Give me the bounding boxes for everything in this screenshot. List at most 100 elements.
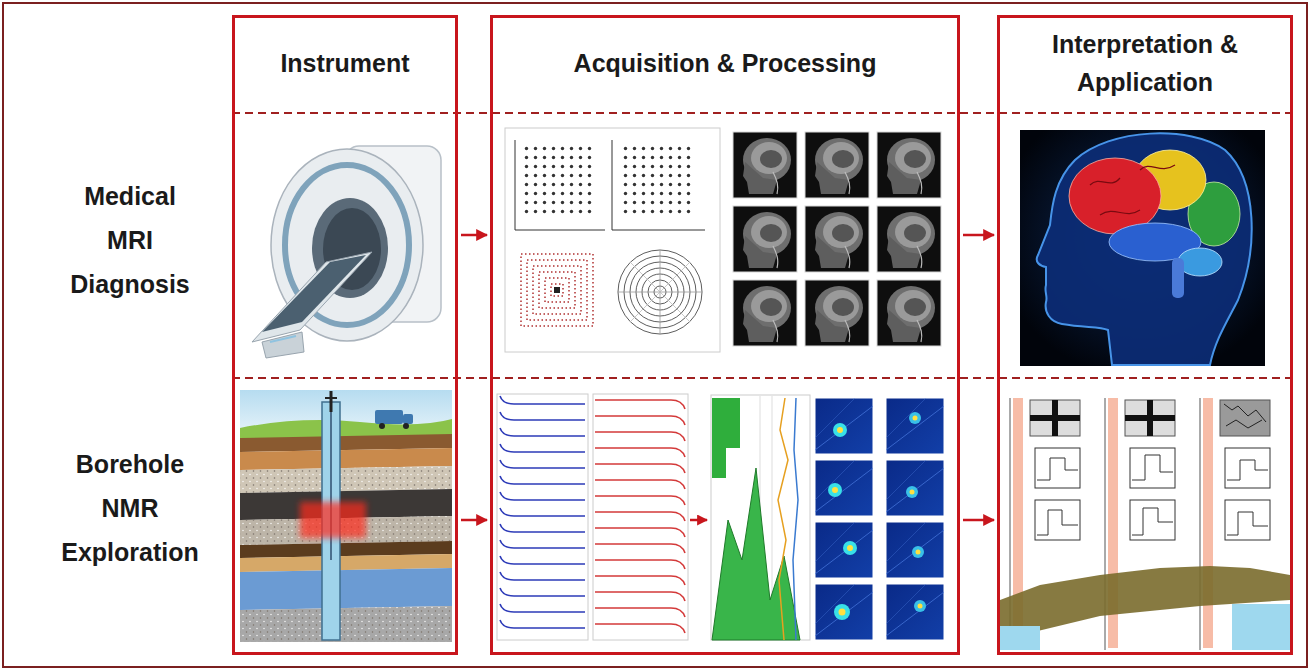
t1-t2-maps-part: [843, 541, 857, 555]
mri-scanner: [252, 146, 441, 358]
flow-arrow: [461, 234, 487, 237]
sampling-patterns-part-part: [521, 254, 593, 326]
sampling-patterns-part-part: [545, 278, 569, 302]
t1-t2-maps-part: [815, 398, 873, 454]
t1-t2-maps-part: [886, 398, 944, 454]
sampling-patterns-part: [554, 287, 560, 293]
echo-curves-part: [595, 496, 685, 505]
row-divider-part: [232, 112, 1293, 114]
outer-frame: [3, 3, 1307, 667]
echo-curves-part: [595, 624, 685, 633]
interpretation-logs-part-part: [1225, 500, 1270, 540]
brain-illustration-part: [1172, 258, 1184, 298]
t1-t2-maps: [815, 398, 944, 640]
panel-heading: Acquisition & Processing: [493, 18, 957, 108]
echo-curves-part: [595, 544, 685, 553]
echo-curves-part: [500, 460, 585, 468]
t1-t2-maps-part: [918, 604, 923, 609]
echo-curves-part: [595, 432, 685, 441]
t1-t2-maps-part: [913, 416, 918, 421]
interpretation-logs-part: [1035, 448, 1270, 540]
interpretation-logs-part-part: [1227, 460, 1268, 480]
interpretation-logs-part: [1125, 415, 1175, 421]
interpretation-logs-part: [1030, 400, 1080, 436]
interpretation-logs-part-part: [1037, 458, 1078, 480]
echo-curves-part: [500, 604, 585, 612]
interpretation-logs-part: [1224, 404, 1266, 428]
mri-scanner-part: [262, 255, 366, 332]
t1-t2-maps-part: [828, 483, 842, 497]
borehole-scene-part: [379, 423, 385, 429]
mri-slices-part: [805, 206, 869, 272]
sampling-patterns-part-part: [630, 262, 690, 322]
column-heading: Acquisition & Processing: [574, 44, 877, 82]
sampling-patterns-part: [620, 145, 692, 217]
column-panel: Acquisition & Processing: [490, 15, 960, 655]
sampling-patterns-part: [612, 140, 613, 230]
interpretation-logs: [1000, 398, 1290, 650]
echo-curves-part: [500, 572, 585, 580]
interpretation-logs-part: [1203, 398, 1213, 648]
borehole-scene-part: [240, 466, 452, 493]
brain-illustration-part: [1069, 158, 1161, 234]
echo-curves-part: [500, 508, 585, 516]
t1-t2-maps-part: [833, 423, 847, 437]
interpretation-logs-part-part: [1225, 448, 1270, 488]
echo-curves-part: [500, 428, 585, 436]
echo-curves-part: [500, 556, 585, 564]
mri-slices-part: [733, 132, 797, 198]
t1-t2-maps-part: [815, 460, 873, 516]
log-plot: [711, 395, 810, 640]
t1-t2-maps-part: [914, 600, 926, 612]
mri-slices-part: [877, 206, 941, 272]
mri-slices: [733, 132, 941, 346]
interpretation-logs-part: [1232, 604, 1290, 650]
echo-curves-part: [595, 576, 685, 585]
sampling-patterns: [505, 128, 720, 352]
brain-illustration-part: [1020, 130, 1265, 366]
interpretation-logs-part-part: [1227, 512, 1268, 535]
borehole-scene-part: [240, 568, 452, 610]
echo-curves-part: [595, 400, 685, 409]
brain-illustration: [1020, 130, 1265, 366]
interpretation-logs-part-part: [1132, 508, 1173, 535]
sampling-patterns-part: [515, 230, 605, 231]
log-plot-part: [711, 395, 810, 640]
mri-slices-part: [805, 280, 869, 346]
t1-t2-maps-part: [815, 584, 873, 640]
interpretation-logs-part: [1220, 400, 1270, 436]
mri-scanner-part: [252, 252, 372, 342]
sampling-patterns-part-part: [630, 262, 690, 322]
t1-t2-maps-part: [906, 486, 918, 498]
panel-heading: Instrument: [235, 18, 455, 108]
echo-curves-part: [593, 394, 688, 640]
t1-t2-maps-part: [886, 460, 944, 516]
t1-t2-maps-part: [832, 487, 838, 493]
log-plot-part: [793, 398, 798, 640]
mri-slices-part: [733, 206, 797, 272]
borehole-scene-part: [240, 606, 452, 642]
column-heading: Interpretation & Application: [1010, 25, 1280, 101]
row-divider-part: [232, 377, 1293, 379]
column-panel: Instrument: [232, 15, 458, 655]
mri-scanner-part: [270, 336, 296, 342]
t1-t2-maps-part: [839, 609, 846, 616]
panel-heading: Interpretation & Application: [1000, 18, 1290, 108]
interpretation-logs-part-part: [1035, 448, 1080, 488]
t1-t2-maps-part: [916, 550, 921, 555]
t1-t2-maps-part: [815, 522, 873, 578]
echo-curves-part: [500, 524, 585, 532]
echo-curves-part: [595, 560, 685, 569]
brain-illustration-part: [1178, 248, 1222, 276]
echo-curves-part: [500, 588, 585, 596]
borehole-scene-part: [300, 502, 366, 538]
borehole-scene-part: [403, 414, 413, 424]
echo-curves: [497, 394, 688, 640]
mri-slices-part: [805, 132, 869, 198]
log-plot-part: [712, 468, 800, 640]
echo-curves-part: [595, 608, 685, 617]
interpretation-logs-part-part: [1130, 500, 1175, 540]
echo-curves-part: [595, 416, 685, 425]
